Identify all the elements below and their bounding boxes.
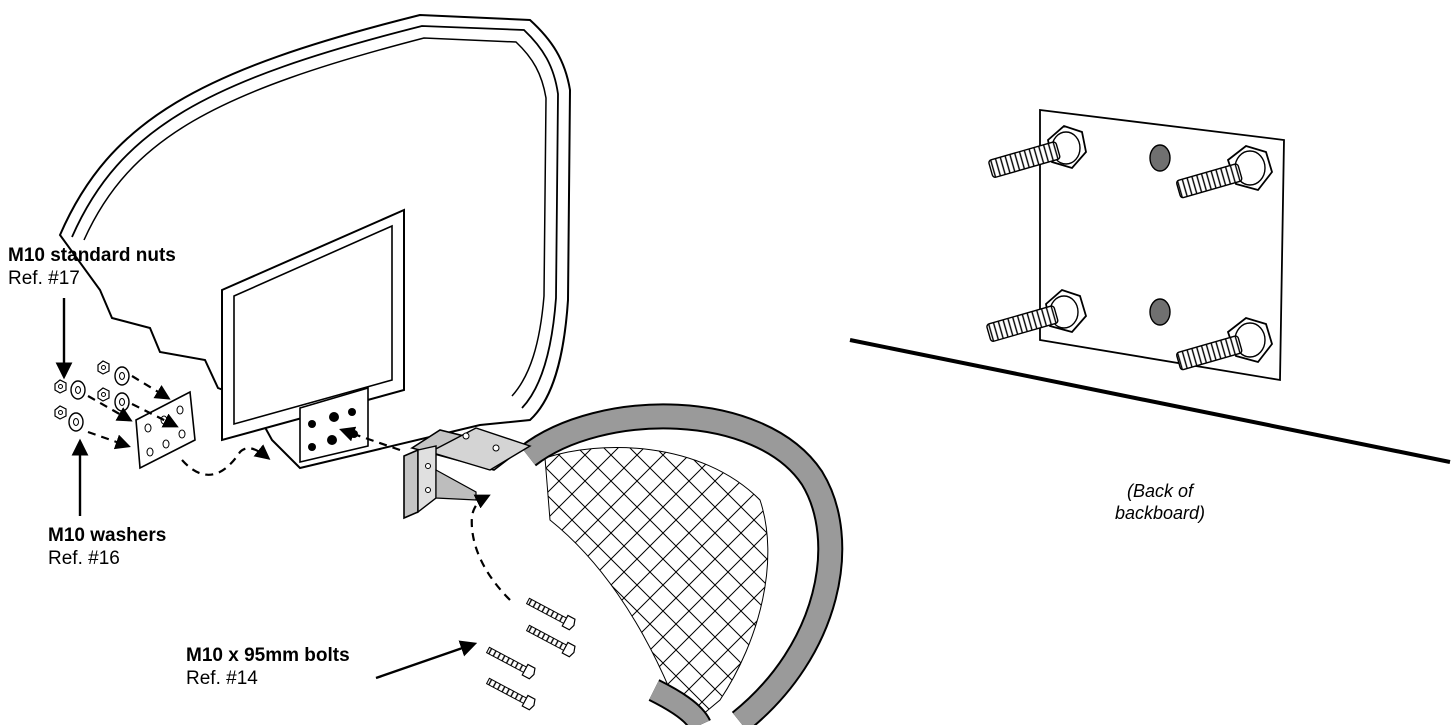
backboard-back-view — [849, 108, 1451, 464]
hex-nut-icon — [97, 360, 110, 375]
arrow-icon — [470, 494, 511, 601]
washers-callout: M10 washers Ref. #16 — [48, 524, 166, 570]
arrow-icon — [87, 430, 131, 450]
bolts-callout: M10 x 95mm bolts Ref. #14 — [186, 644, 350, 690]
washer-icon — [68, 412, 84, 432]
back-of-backboard-caption: (Back of backboard) — [1090, 480, 1230, 524]
bolt-icon — [1176, 335, 1243, 371]
bolt-icon — [1176, 163, 1243, 199]
bolt-icon — [525, 597, 576, 631]
washer-icon — [70, 380, 86, 400]
nuts-callout-ref: Ref. #17 — [8, 268, 80, 289]
bolts-callout-name: M10 x 95mm bolts — [186, 645, 350, 666]
arrow-icon — [375, 640, 478, 680]
caption-line-1: (Back of — [1126, 481, 1194, 501]
mounting-plate-icon — [135, 390, 196, 470]
arrow-icon — [131, 375, 171, 400]
washer-icon — [114, 366, 130, 386]
bolt-icon — [988, 141, 1061, 178]
bolts-group — [485, 597, 576, 711]
bolt-icon — [986, 305, 1059, 342]
hex-nut-icon — [54, 405, 67, 420]
caption-line-2: backboard) — [1114, 503, 1206, 523]
nuts-and-washers — [54, 360, 179, 450]
bolts-callout-ref: Ref. #14 — [186, 668, 258, 689]
arrow-icon — [339, 426, 401, 452]
washers-callout-name: M10 washers — [48, 525, 167, 546]
hex-nut-icon — [54, 379, 67, 394]
washer-icon — [114, 392, 130, 412]
backboard — [58, 13, 572, 470]
arrow-icon — [181, 444, 271, 476]
basketball-rim — [520, 403, 844, 725]
bolt-icon — [525, 624, 576, 658]
washers-callout-ref: Ref. #16 — [48, 548, 120, 569]
nuts-callout: M10 standard nuts Ref. #17 — [8, 244, 176, 290]
hex-nut-icon — [97, 387, 110, 402]
rim-bracket — [403, 427, 532, 520]
bolt-icon — [485, 677, 536, 711]
bolt-icon — [485, 646, 536, 680]
nuts-callout-name: M10 standard nuts — [8, 245, 176, 266]
